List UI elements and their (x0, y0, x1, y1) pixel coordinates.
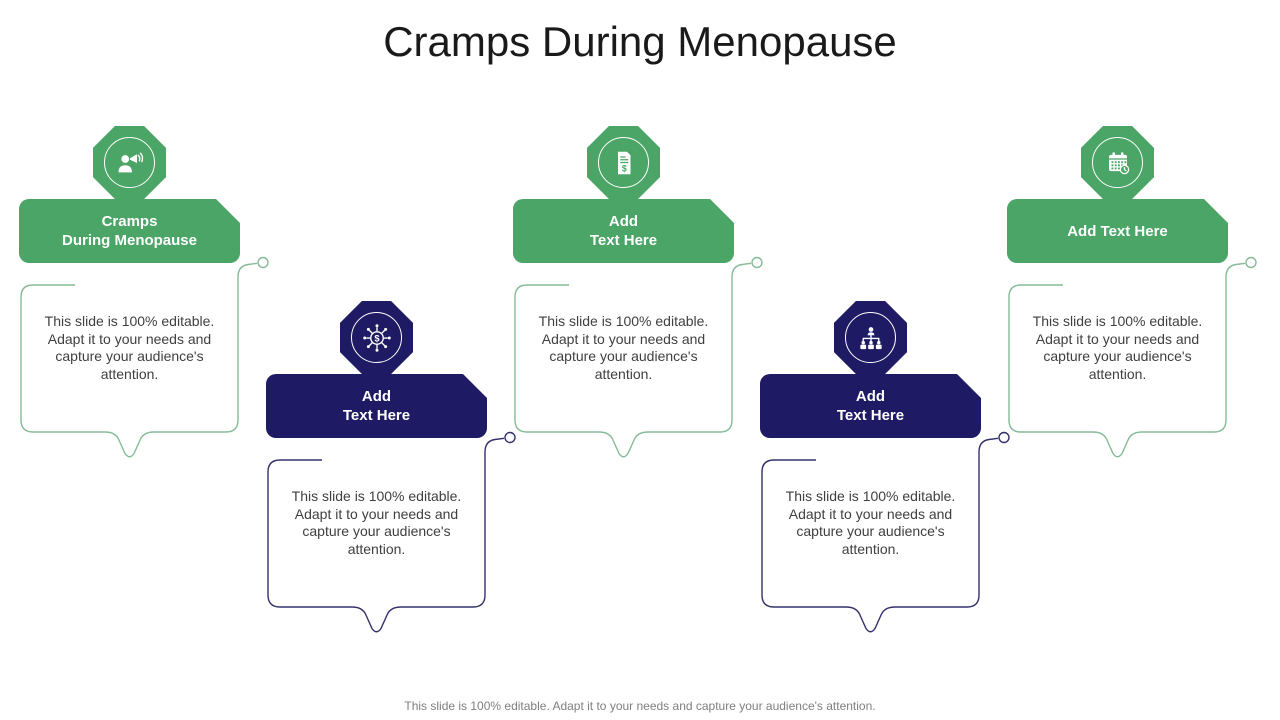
corner-bevel (1204, 199, 1228, 223)
item-column-3: $ Add Text Here This slide is 100% edita… (513, 0, 763, 720)
item-column-5: Add Text Here This slide is 100% editabl… (1007, 0, 1257, 720)
callout-text: This slide is 100% editable. Adapt it to… (291, 488, 462, 557)
org-hierarchy-icon (859, 326, 882, 349)
item-card: Add Text Here (1007, 199, 1228, 263)
corner-bevel (957, 374, 981, 398)
item-column-1: Cramps During Menopause This slide is 10… (19, 0, 269, 720)
corner-bevel (710, 199, 734, 223)
icon-ring: $ (598, 137, 649, 188)
connector-dot (1245, 256, 1257, 269)
corner-bevel (463, 374, 487, 398)
item-card-label: Add Text Here (1067, 222, 1168, 240)
svg-text:$: $ (374, 333, 380, 343)
corner-bevel (216, 199, 240, 223)
announcement-icon (118, 152, 143, 172)
connector-dot (504, 431, 516, 444)
callout-text: This slide is 100% editable. Adapt it to… (1032, 313, 1203, 382)
billing-icon-badge: $ (587, 126, 660, 199)
connector-dot (257, 256, 269, 269)
item-card: Add Text Here (513, 199, 734, 263)
callout-bubble (267, 431, 516, 633)
item-column-4: Add Text Here This slide is 100% editabl… (760, 0, 1010, 720)
icon-ring (1092, 137, 1143, 188)
calendar-icon (1108, 151, 1129, 174)
connector-dot (998, 431, 1010, 444)
item-card: Add Text Here (760, 374, 981, 438)
money-network-icon-badge: $ (340, 301, 413, 374)
icon-ring (104, 137, 155, 188)
slide-footer: This slide is 100% editable. Adapt it to… (404, 699, 876, 713)
billing-icon: $ (617, 151, 630, 174)
icon-ring: $ (351, 312, 402, 363)
money-network-icon: $ (362, 323, 391, 352)
callout-bubble (514, 256, 763, 458)
callout-text: This slide is 100% editable. Adapt it to… (44, 313, 215, 382)
callout-bubble (761, 431, 1010, 633)
org-hierarchy-icon-badge (834, 301, 907, 374)
item-card: Cramps During Menopause (19, 199, 240, 263)
item-column-2: $ Add Text Here This slide is 100% edita… (266, 0, 516, 720)
item-card-label: Cramps During Menopause (61, 213, 197, 249)
slide-title: Cramps During Menopause (383, 18, 897, 65)
calendar-icon-badge (1081, 126, 1154, 199)
callout-bubble (1008, 256, 1257, 458)
svg-text:$: $ (621, 163, 626, 173)
icon-ring (845, 312, 896, 363)
announcement-icon-badge (93, 126, 166, 199)
callout-text: This slide is 100% editable. Adapt it to… (785, 488, 956, 557)
item-card-label: Add Text Here (342, 388, 411, 424)
item-card-label: Add Text Here (836, 388, 905, 424)
item-card-label: Add Text Here (589, 213, 658, 249)
callout-bubble (20, 256, 269, 458)
item-card: Add Text Here (266, 374, 487, 438)
callout-text: This slide is 100% editable. Adapt it to… (538, 313, 709, 382)
connector-dot (751, 256, 763, 269)
